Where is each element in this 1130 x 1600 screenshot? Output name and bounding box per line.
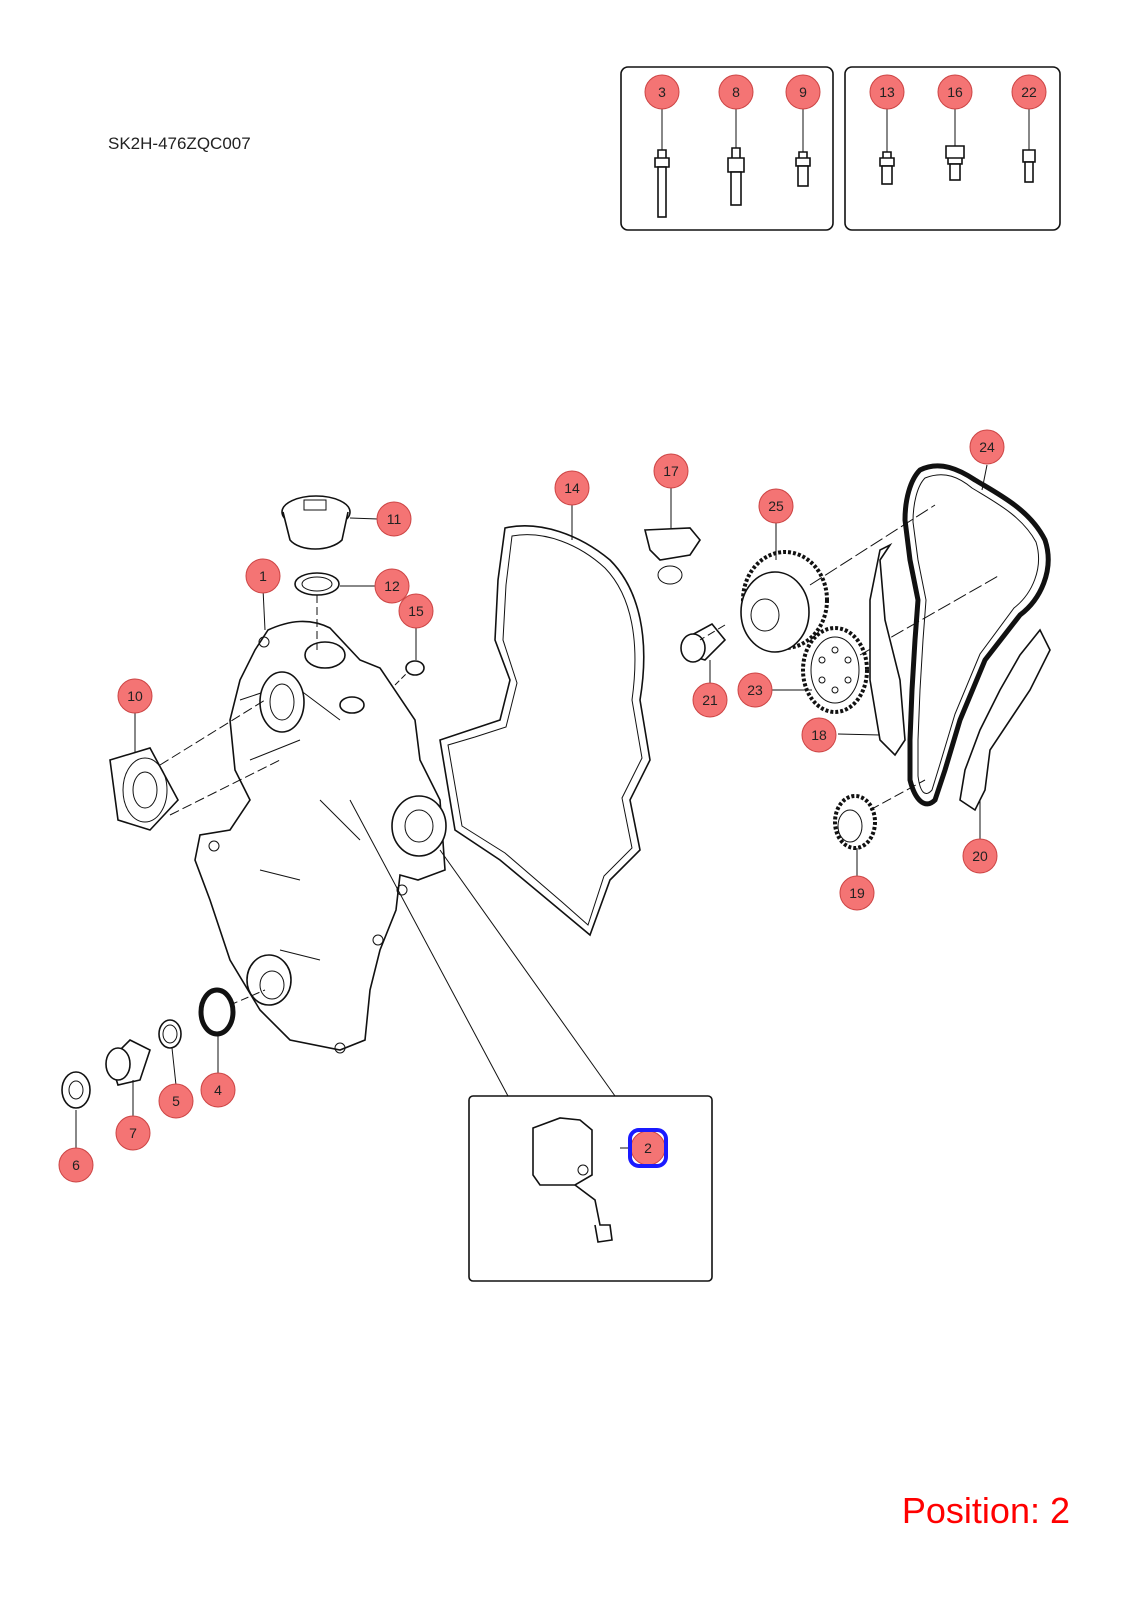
callout-5[interactable]: 5 — [158, 1083, 194, 1119]
callout-17[interactable]: 17 — [653, 453, 689, 489]
callout-25[interactable]: 25 — [758, 488, 794, 524]
oil-pump — [109, 699, 281, 831]
position-indicator: Position: 2 — [901, 1490, 1070, 1531]
callout-badge[interactable] — [374, 568, 410, 604]
callout-14[interactable]: 14 — [554, 470, 590, 506]
callout-badge[interactable] — [937, 74, 973, 110]
callout-number: 1 — [259, 568, 267, 584]
callout-20[interactable]: 20 — [962, 838, 998, 874]
callout-badge[interactable] — [969, 429, 1005, 465]
drawing-code: SK2H-476ZQC007 — [108, 134, 251, 153]
callout-badge[interactable] — [200, 1072, 236, 1108]
small-seal — [405, 660, 425, 676]
callout-12[interactable]: 12 — [374, 568, 410, 604]
callout-badge[interactable] — [692, 682, 728, 718]
cam-sprocket — [699, 504, 936, 653]
bolt-box-left — [620, 66, 834, 231]
callout-number: 13 — [879, 84, 895, 100]
callout-number: 3 — [658, 84, 666, 100]
callout-number: 19 — [849, 885, 865, 901]
callout-number: 4 — [214, 1082, 222, 1098]
tensioner — [643, 527, 701, 585]
chain-tensioner-arm — [959, 628, 1051, 812]
callout-number: 5 — [172, 1093, 180, 1109]
filler-cap — [281, 495, 351, 550]
timing-chain — [902, 463, 1051, 807]
callout-number: 22 — [1021, 84, 1037, 100]
callout-number: 14 — [564, 480, 580, 496]
callout-number: 15 — [408, 603, 424, 619]
callout-16[interactable]: 16 — [937, 74, 973, 110]
callout-badge[interactable] — [398, 593, 434, 629]
callout-24[interactable]: 24 — [969, 429, 1005, 465]
callout-15[interactable]: 15 — [398, 593, 434, 629]
callout-3[interactable]: 3 — [644, 74, 680, 110]
callout-badge[interactable] — [115, 1115, 151, 1151]
callout-number: 18 — [811, 727, 827, 743]
callout-18[interactable]: 18 — [801, 717, 837, 753]
callout-number: 9 — [799, 84, 807, 100]
highlight-ring — [628, 1128, 668, 1168]
bolt-box-right — [844, 66, 1061, 231]
callout-badge[interactable] — [801, 717, 837, 753]
callout-23[interactable]: 23 — [737, 672, 773, 708]
callout-badge[interactable] — [58, 1147, 94, 1183]
callout-11[interactable]: 11 — [376, 501, 412, 537]
callout-19[interactable]: 19 — [839, 875, 875, 911]
detail-inset — [349, 799, 713, 1282]
callout-badge[interactable] — [245, 558, 281, 594]
callout-number: 10 — [127, 688, 143, 704]
callout-number: 8 — [732, 84, 740, 100]
callout-badge[interactable] — [653, 453, 689, 489]
cam-gear — [801, 574, 1001, 714]
callout-2[interactable]: 2 — [628, 1128, 668, 1168]
callout-badge[interactable] — [869, 74, 905, 110]
vvt-solenoid — [680, 622, 727, 663]
callout-number: 24 — [979, 439, 995, 455]
crank-seal-stack — [61, 987, 266, 1109]
callout-badge[interactable] — [117, 678, 153, 714]
callout-badge[interactable] — [718, 74, 754, 110]
callout-number: 23 — [747, 682, 763, 698]
callout-number: 2 — [644, 1140, 652, 1156]
callout-6[interactable]: 6 — [58, 1147, 94, 1183]
leader-lines — [75, 464, 988, 1150]
callout-badge[interactable] — [785, 74, 821, 110]
crank-sprocket — [833, 779, 926, 850]
callout-number: 12 — [384, 578, 400, 594]
chain-guide — [869, 542, 906, 757]
callout-badge[interactable] — [644, 74, 680, 110]
callout-badge[interactable] — [962, 838, 998, 874]
callout-9[interactable]: 9 — [785, 74, 821, 110]
callout-1[interactable]: 1 — [245, 558, 281, 594]
callout-number: 16 — [947, 84, 963, 100]
callout-badge[interactable] — [758, 488, 794, 524]
callout-13[interactable]: 13 — [869, 74, 905, 110]
callout-7[interactable]: 7 — [115, 1115, 151, 1151]
callout-10[interactable]: 10 — [117, 678, 153, 714]
callout-badge[interactable] — [737, 672, 773, 708]
callout-badge[interactable] — [554, 470, 590, 506]
callout-number: 20 — [972, 848, 988, 864]
callout-8[interactable]: 8 — [718, 74, 754, 110]
callout-badge[interactable] — [839, 875, 875, 911]
callout-badge[interactable] — [158, 1083, 194, 1119]
callout-number: 25 — [768, 498, 784, 514]
callout-22[interactable]: 22 — [1011, 74, 1047, 110]
callout-number: 11 — [387, 511, 402, 527]
callout-number: 21 — [702, 692, 718, 708]
callout-badge[interactable] — [1011, 74, 1047, 110]
callout-number: 6 — [72, 1157, 80, 1173]
callout-4[interactable]: 4 — [200, 1072, 236, 1108]
callout-number: 17 — [663, 463, 679, 479]
timing-cover — [194, 620, 447, 1054]
callout-number: 7 — [129, 1125, 137, 1141]
callout-badge[interactable] — [376, 501, 412, 537]
cover-gasket — [439, 525, 651, 937]
callout-21[interactable]: 21 — [692, 682, 728, 718]
